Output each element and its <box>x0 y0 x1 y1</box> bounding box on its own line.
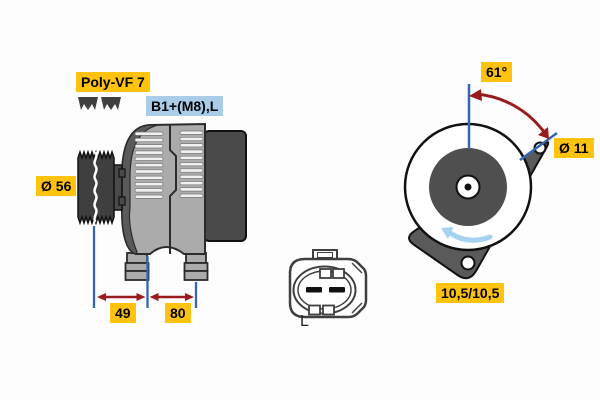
dimension-arrow-80 <box>149 293 194 301</box>
mounting-hole-bottom <box>460 255 476 271</box>
shaft-center-dot <box>464 183 472 191</box>
mounting-feet <box>124 252 209 281</box>
dimension-extension-lines <box>92 226 198 308</box>
rotation-arrow-icon <box>441 227 493 243</box>
belt-profile-icon <box>78 97 121 110</box>
label-dimension-49: 49 <box>110 303 136 323</box>
housing-front-band <box>121 124 159 255</box>
pulley-break-line <box>93 151 98 223</box>
label-belt-type: Poly-VF 7 <box>76 72 150 92</box>
connector-keyways-bottom <box>308 304 335 316</box>
angle-reference-line-ear <box>519 131 558 162</box>
housing-seam <box>169 124 177 254</box>
label-arm-thickness: 10,5/10,5 <box>436 283 505 303</box>
label-pulley-diameter: Ø 56 <box>36 176 77 196</box>
label-mounting-angle: 61° <box>481 62 513 82</box>
label-terminal: B1+(M8),L <box>146 96 224 116</box>
front-view <box>403 84 558 280</box>
rear-cover <box>203 130 247 242</box>
connector-chamfer-top <box>351 262 363 274</box>
connector-pins <box>306 287 345 293</box>
connector-chamfer-bottom <box>351 302 363 314</box>
angle-arc-arrow <box>469 89 549 139</box>
side-view <box>77 97 247 308</box>
cooling-fins-rear <box>179 130 204 198</box>
connector-view <box>288 249 368 319</box>
label-dimension-80: 80 <box>165 303 191 323</box>
connector-keyways-top <box>319 268 345 279</box>
label-connector-terminal: L <box>300 313 309 330</box>
dimension-arrow-49 <box>97 293 146 301</box>
cooling-fins-front <box>134 131 164 199</box>
label-hole-diameter: Ø 11 <box>554 138 594 158</box>
